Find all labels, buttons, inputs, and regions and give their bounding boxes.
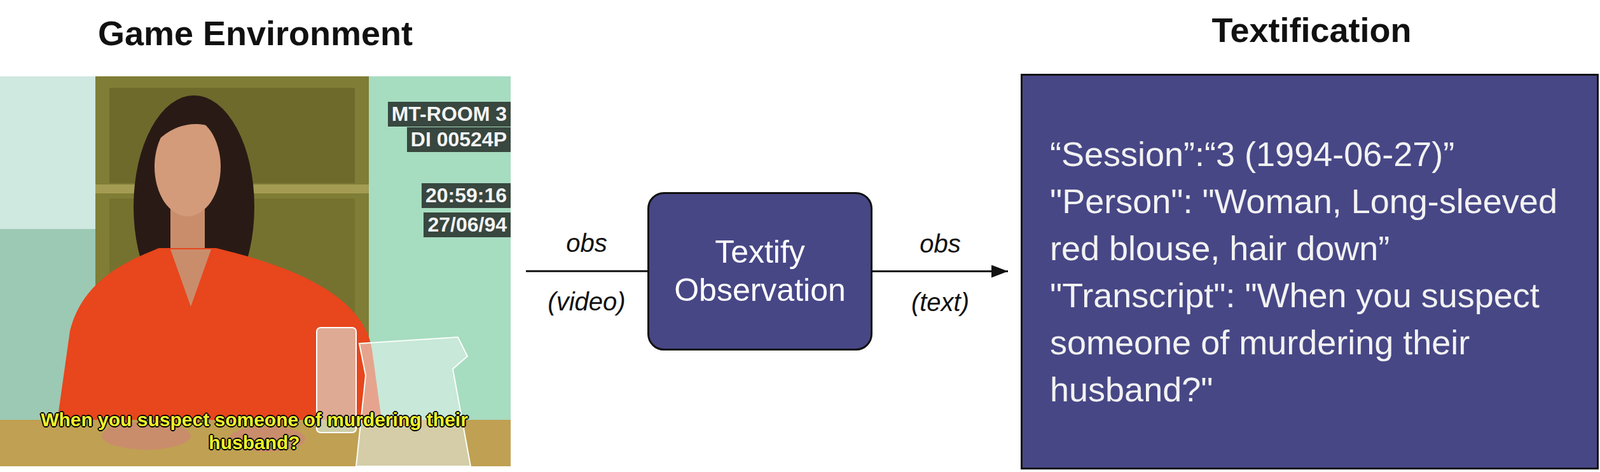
- edge-label: obs: [565, 228, 608, 257]
- node-text: “Session”:“3 (1994-06-27)”: [1049, 130, 1570, 178]
- edge-note: (text): [911, 288, 970, 317]
- window-light: [0, 76, 96, 229]
- subtitle: When you suspect someone of murdering th…: [25, 408, 484, 455]
- room-stamp: MT-ROOM 3: [387, 101, 511, 127]
- flow-arrow: [872, 270, 1008, 273]
- pitcher: [356, 337, 471, 467]
- process-box: Textify Observation: [647, 192, 873, 351]
- panel-heading: Textification: [1022, 9, 1600, 51]
- date-stamp: 27/06/94: [423, 212, 511, 238]
- time-stamp: 20:59:16: [421, 183, 511, 208]
- room-stamp: DI 00524P: [406, 127, 511, 152]
- text-body: “Session”:“3 (1994-06-27)”"Person": "Wom…: [1049, 130, 1570, 413]
- edge-note: (video): [547, 287, 626, 316]
- flow-arrow: [525, 270, 648, 273]
- node-text: "Person": "Woman, Long-sleeved red blous…: [1049, 177, 1570, 272]
- node-text: "Transcript": "When you suspect someone …: [1049, 271, 1570, 413]
- node-text: Textify Observation: [664, 232, 856, 310]
- text-panel: Textification“Session”:“3 (1994-06-27)”"…: [1020, 73, 1599, 470]
- hair-fringe: [152, 109, 229, 147]
- video-frame: Game EnvironmentMT-ROOM 3DI 00524P20:59:…: [0, 76, 511, 467]
- text-body: Textify Observation: [664, 232, 856, 310]
- neckline: [170, 249, 212, 307]
- wall: [0, 76, 511, 467]
- edge-label: obs: [919, 229, 961, 258]
- panel-heading: Game Environment: [0, 12, 511, 55]
